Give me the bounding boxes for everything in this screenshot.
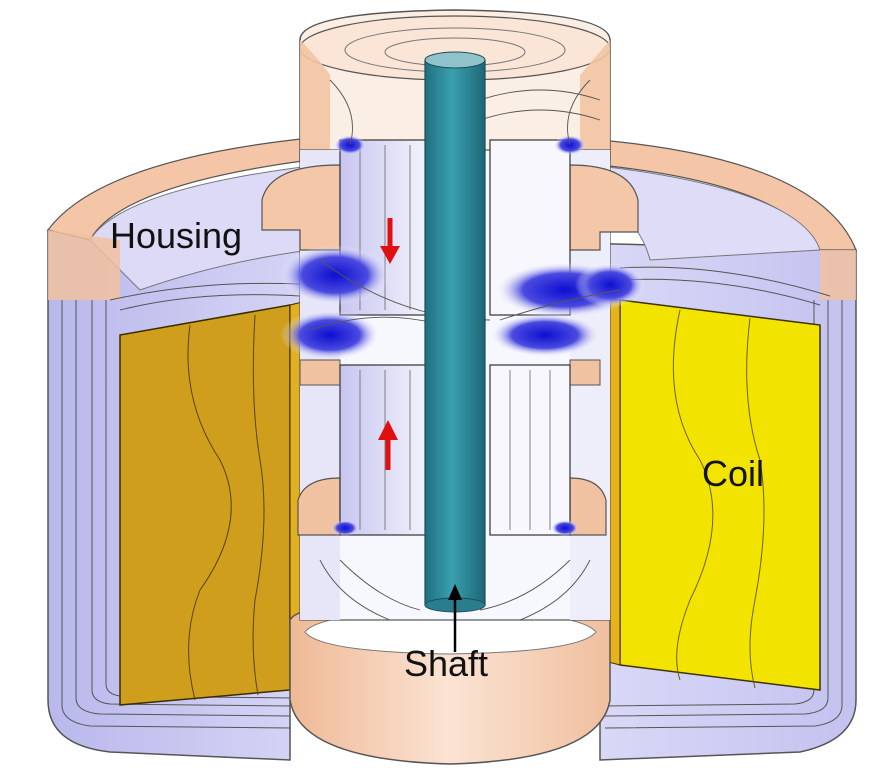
shaft — [424, 51, 486, 613]
coil-label: Coil — [702, 453, 765, 494]
central-flux-lines — [309, 79, 621, 621]
housing-label: Housing — [110, 215, 243, 256]
shaft-pointer-arrow — [448, 584, 462, 652]
bottom-inner-ring — [289, 597, 611, 765]
pole-pieces — [261, 164, 639, 536]
shaft-label: Shaft — [404, 643, 489, 684]
coil-right-section — [599, 299, 821, 691]
magnet-arrow-down — [380, 218, 400, 264]
coil-left-section — [119, 299, 311, 706]
magnet-arrow-up — [378, 420, 398, 470]
lower-magnet — [339, 364, 571, 536]
